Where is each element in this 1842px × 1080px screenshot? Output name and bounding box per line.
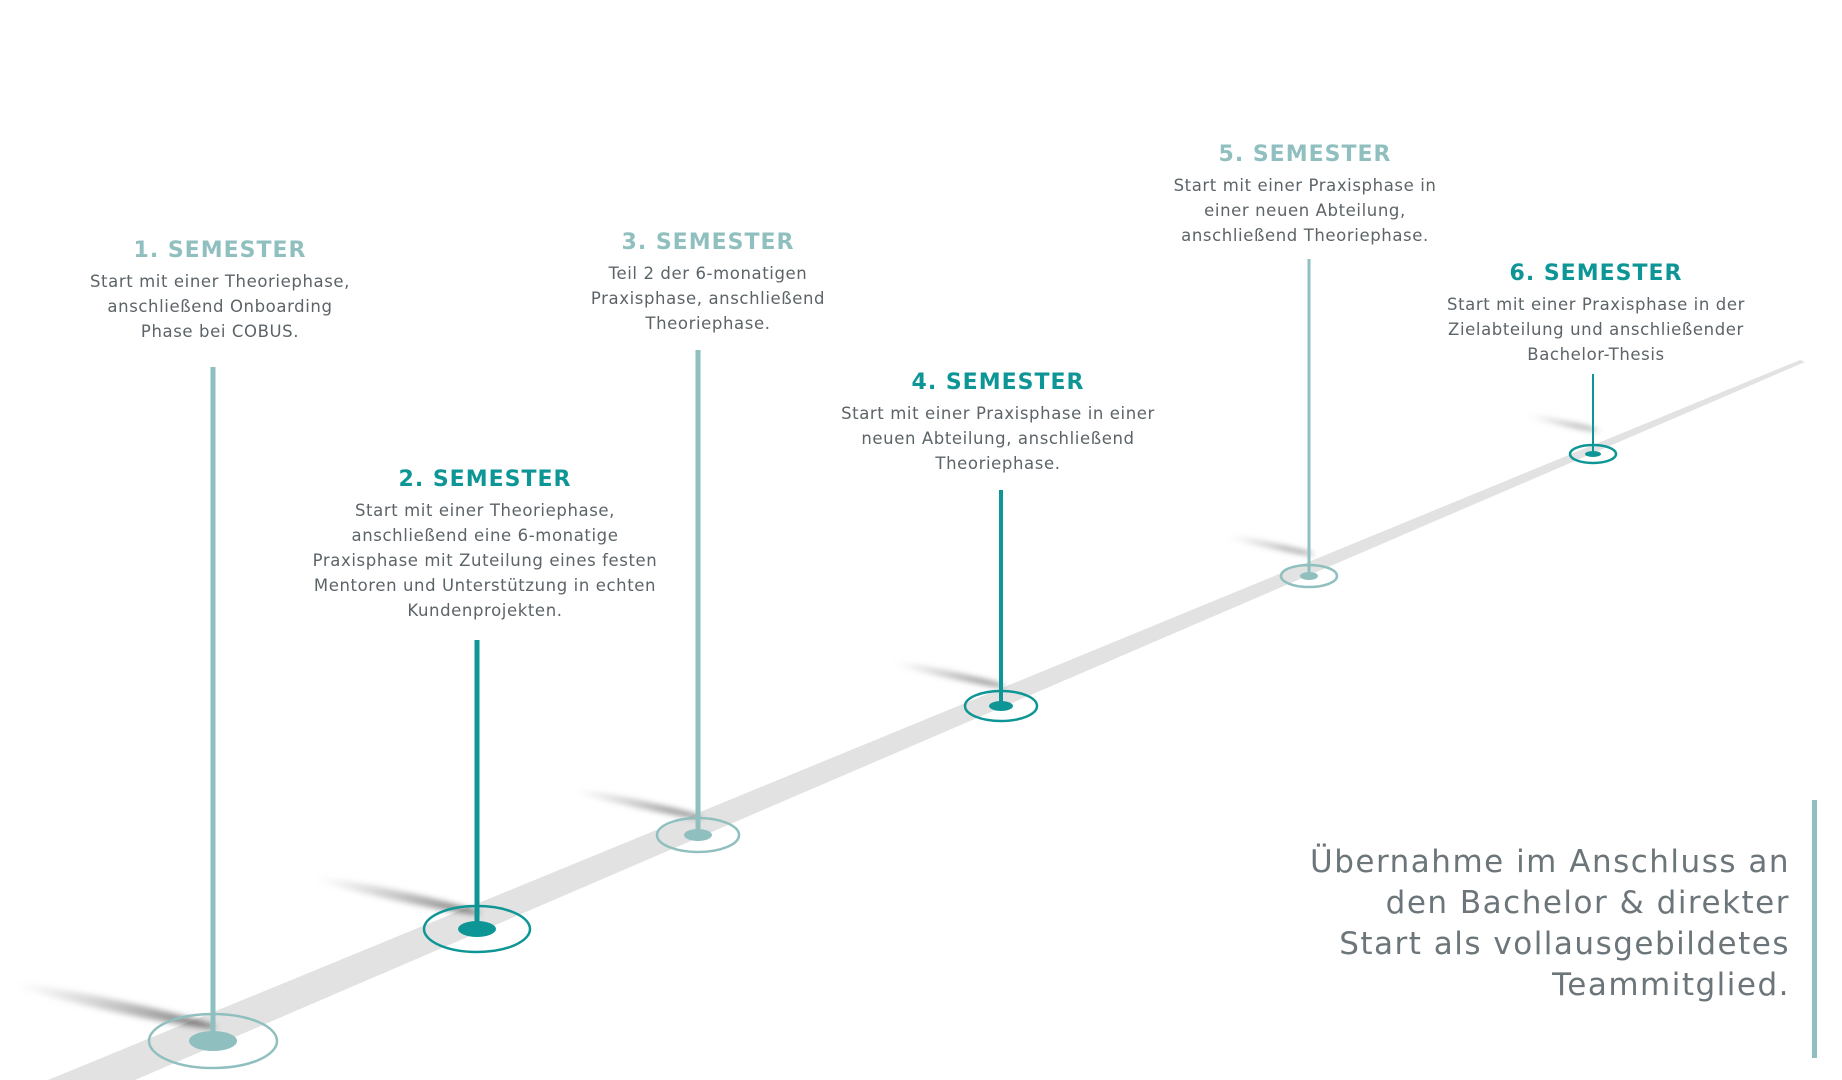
pin-3-dot [684, 829, 712, 841]
semester-6-description: Start mit einer Praxisphase in der Ziela… [1447, 295, 1745, 364]
semester-4-title: 4. SEMESTER [911, 370, 1085, 395]
pin-4-dot [989, 701, 1013, 711]
pin-6-dot [1585, 451, 1601, 457]
semester-4: 4. SEMESTER Start mit einer Praxisphase … [798, 370, 1198, 476]
semester-5: 5. SEMESTER Start mit einer Praxisphase … [1115, 142, 1495, 248]
semester-5-title: 5. SEMESTER [1218, 142, 1392, 167]
semester-6: 6. SEMESTER Start mit einer Praxisphase … [1406, 261, 1786, 367]
semester-3-title: 3. SEMESTER [621, 230, 795, 255]
pin-1-shadow [15, 983, 216, 1029]
semester-1-description: Start mit einer Theoriephase, anschließe… [89, 272, 351, 341]
pin-5-shadow [1225, 535, 1314, 555]
pin-3-shadow [573, 789, 702, 818]
pin-1-dot [189, 1031, 237, 1051]
pin-4-shadow [892, 662, 1006, 687]
pin-3-ring [655, 816, 741, 854]
semester-5-description: Start mit einer Praxisphase in einer neu… [1173, 176, 1437, 245]
semester-2-description: Start mit einer Theoriephase, anschließe… [312, 501, 658, 620]
semester-2-title: 2. SEMESTER [398, 467, 572, 492]
semester-6-title: 6. SEMESTER [1509, 261, 1683, 286]
semester-1-title: 1. SEMESTER [133, 238, 307, 263]
pin-5-dot [1300, 572, 1318, 580]
semester-2: 2. SEMESTER Start mit einer Theoriephase… [275, 467, 695, 623]
pin-2-dot [458, 921, 496, 937]
final-statement-box: Übernahme im Anschluss an den Bachelor &… [1192, 800, 1817, 1058]
semester-4-description: Start mit einer Praxisphase in einer neu… [841, 404, 1155, 473]
pin-5-ring [1279, 563, 1339, 589]
pin-6-ring [1568, 443, 1618, 465]
pin-1-ring [147, 1012, 279, 1070]
semester-1: 1. SEMESTER Start mit einer Theoriephase… [30, 238, 410, 344]
final-statement: Übernahme im Anschluss an den Bachelor &… [1310, 844, 1790, 1003]
timeline-path [48, 360, 1805, 1080]
pin-2-shadow [314, 877, 481, 915]
semester-3: 3. SEMESTER Teil 2 der 6-monatigen Praxi… [528, 230, 888, 336]
pin-2-ring [422, 904, 532, 954]
semester-3-description: Teil 2 der 6-monatigen Praxisphase, ansc… [590, 264, 826, 333]
pin-6-shadow [1525, 414, 1598, 431]
pin-4-ring [963, 689, 1039, 723]
